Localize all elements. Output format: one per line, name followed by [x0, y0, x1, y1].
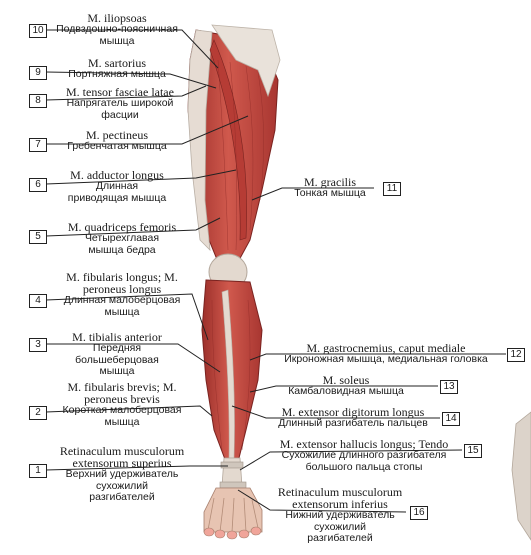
- label-soleus: M. soleus Камбаловидная мышца: [276, 374, 416, 398]
- label-number-6: 6: [29, 178, 47, 192]
- label-number-7: 7: [29, 138, 47, 152]
- label-russian: Короткая малоберцовая мышца: [62, 404, 182, 428]
- label-tensor-fasciae-latae: M. tensor fasciae latae Напрягатель широ…: [52, 86, 188, 121]
- label-gastrocnemius: M. gastrocnemius, caput mediale Икроножн…: [266, 342, 506, 366]
- label-fibularis-longus: M. fibularis longus; M. peroneus longus …: [52, 271, 192, 318]
- label-russian: Длинная приводящая мышца: [67, 180, 167, 204]
- label-latin: M. quadriceps femoris: [67, 220, 177, 234]
- label-number-10: 10: [29, 24, 47, 38]
- label-number-14: 14: [442, 412, 460, 426]
- label-russian: Длинная малоберцовая мышца: [63, 294, 181, 318]
- label-russian: Икроножная мышца, медиальная головка: [284, 353, 488, 365]
- label-russian: Напрягатель широкой фасции: [66, 97, 174, 121]
- label-latin: Retinaculum musculorum extensorum superi…: [59, 444, 185, 470]
- label-number-15: 15: [464, 444, 482, 458]
- label-latin: M. adductor longus: [70, 168, 164, 182]
- label-number-16: 16: [410, 506, 428, 520]
- label-latin: M. extensor hallucis longus; Tendo: [279, 437, 449, 451]
- label-retinaculum-superius: Retinaculum musculorum extensorum superi…: [52, 445, 192, 504]
- label-latin: M. tibialis anterior: [72, 330, 162, 344]
- label-latin: M. fibularis brevis; M. peroneus brevis: [67, 380, 177, 406]
- label-retinaculum-inferius: Retinaculum musculorum extensorum inferi…: [270, 486, 410, 545]
- label-iliopsoas: M. iliopsoas Подвздошно-поясничная мышца: [52, 12, 182, 47]
- label-latin: M. tensor fasciae latae: [66, 85, 174, 99]
- label-latin: M. fibularis longus; M. peroneus longus: [66, 270, 178, 296]
- label-fibularis-brevis: M. fibularis brevis; M. peroneus brevis …: [52, 381, 192, 428]
- second-leg-fragment: [511, 411, 531, 541]
- label-number-1: 1: [29, 464, 47, 478]
- label-adductor-longus: M. adductor longus Длинная приводящая мы…: [52, 169, 182, 204]
- label-russian: Сухожилие длинного разгибателя большого …: [281, 449, 447, 473]
- label-number-9: 9: [29, 66, 47, 80]
- label-latin: M. gastrocnemius, caput mediale: [306, 341, 466, 355]
- label-number-13: 13: [440, 380, 458, 394]
- label-latin: Retinaculum musculorum extensorum inferi…: [277, 485, 403, 511]
- label-russian: Длинный разгибатель пальцев: [278, 417, 428, 429]
- pelvic-region: [211, 24, 281, 98]
- label-extensor-hallucis-longus: M. extensor hallucis longus; Tendo Сухож…: [266, 438, 462, 473]
- label-latin: M. gracilis: [304, 175, 356, 189]
- label-number-8: 8: [29, 94, 47, 108]
- label-latin: M. extensor digitorum longus: [281, 405, 425, 419]
- label-pectineus: M. pectineus Гребенчатая мышца: [52, 129, 182, 153]
- label-number-4: 4: [29, 294, 47, 308]
- label-tibialis-anterior: M. tibialis anterior Передняя большеберц…: [52, 331, 182, 378]
- label-russian: Камбаловидная мышца: [288, 385, 404, 397]
- label-latin: M. pectineus: [86, 128, 148, 142]
- label-sartorius: M. sartorius Портняжная мышца: [52, 57, 182, 81]
- label-quadriceps-femoris: M. quadriceps femoris Четырехглавая мышц…: [52, 221, 192, 256]
- label-russian: Гребенчатая мышца: [67, 140, 167, 152]
- retinaculum-inferius: [219, 481, 247, 489]
- label-extensor-digitorum-longus: M. extensor digitorum longus Длинный раз…: [266, 406, 440, 430]
- label-russian: Четырехглавая мышца бедра: [84, 232, 160, 256]
- retinaculum-superius: [220, 461, 244, 469]
- label-latin: M. sartorius: [88, 56, 146, 70]
- sartorius-strap: [209, 39, 247, 241]
- label-number-12: 12: [507, 348, 525, 362]
- label-gracilis: M. gracilis Тонкая мышца: [284, 176, 376, 200]
- label-russian: Подвздошно-поясничная мышца: [56, 23, 178, 47]
- label-latin: M. soleus: [322, 373, 370, 387]
- label-number-3: 3: [29, 338, 47, 352]
- label-russian: Портняжная мышца: [68, 68, 166, 80]
- label-russian: Тонкая мышца: [294, 187, 366, 199]
- label-number-2: 2: [29, 406, 47, 420]
- label-russian: Верхний удерживатель сухожилий разгибате…: [65, 468, 179, 503]
- label-russian: Передняя большеберцовая мышца: [75, 342, 159, 377]
- label-number-11: 11: [383, 182, 401, 196]
- label-number-5: 5: [29, 230, 47, 244]
- label-latin: M. iliopsoas: [87, 11, 147, 25]
- label-russian: Нижний удерживатель сухожилий разгибател…: [285, 509, 395, 544]
